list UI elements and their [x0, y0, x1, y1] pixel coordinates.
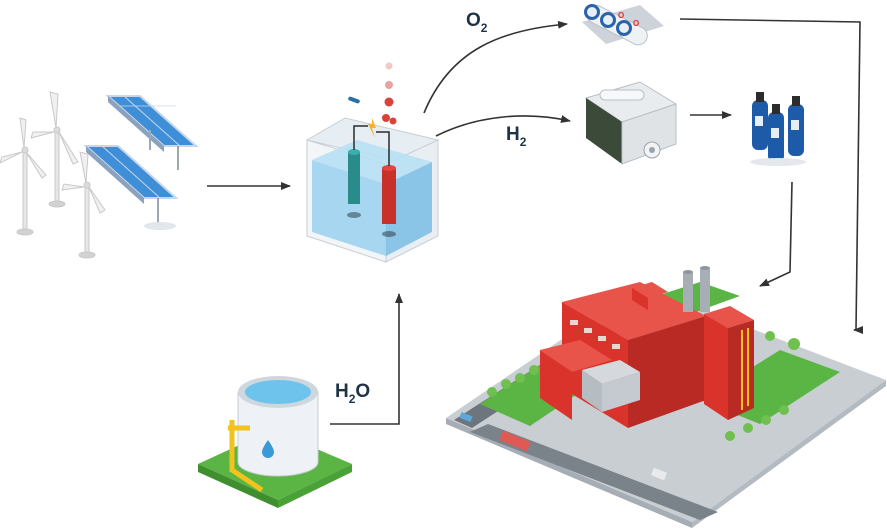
wind-turbines-icon [0, 91, 106, 259]
label-h2: H2 [506, 124, 527, 149]
solar-panels-icon [83, 95, 199, 230]
arrow-electrolyzer-to-compressor [435, 115, 571, 137]
label-o2: O2 [466, 10, 488, 35]
water-tank-icon [198, 376, 352, 508]
svg-text:O: O [633, 19, 639, 28]
label-h2o: H2O [335, 381, 370, 406]
power-plant-icon [446, 266, 886, 528]
oxygen-tanks-icon: O O [582, 4, 664, 46]
hydrogen-compressor-icon [584, 81, 678, 483]
arrow-cylinders-to-plant [759, 181, 793, 287]
electrolyzer-icon [305, 62, 440, 263]
arrow-electrolyzer-to-oxygen [423, 20, 568, 114]
oxygen-line-to-plant [679, 18, 861, 331]
hydrogen-cylinders-icon [750, 92, 806, 166]
arrow-water-to-electrolyzer [330, 293, 403, 425]
svg-text:O: O [618, 11, 624, 20]
